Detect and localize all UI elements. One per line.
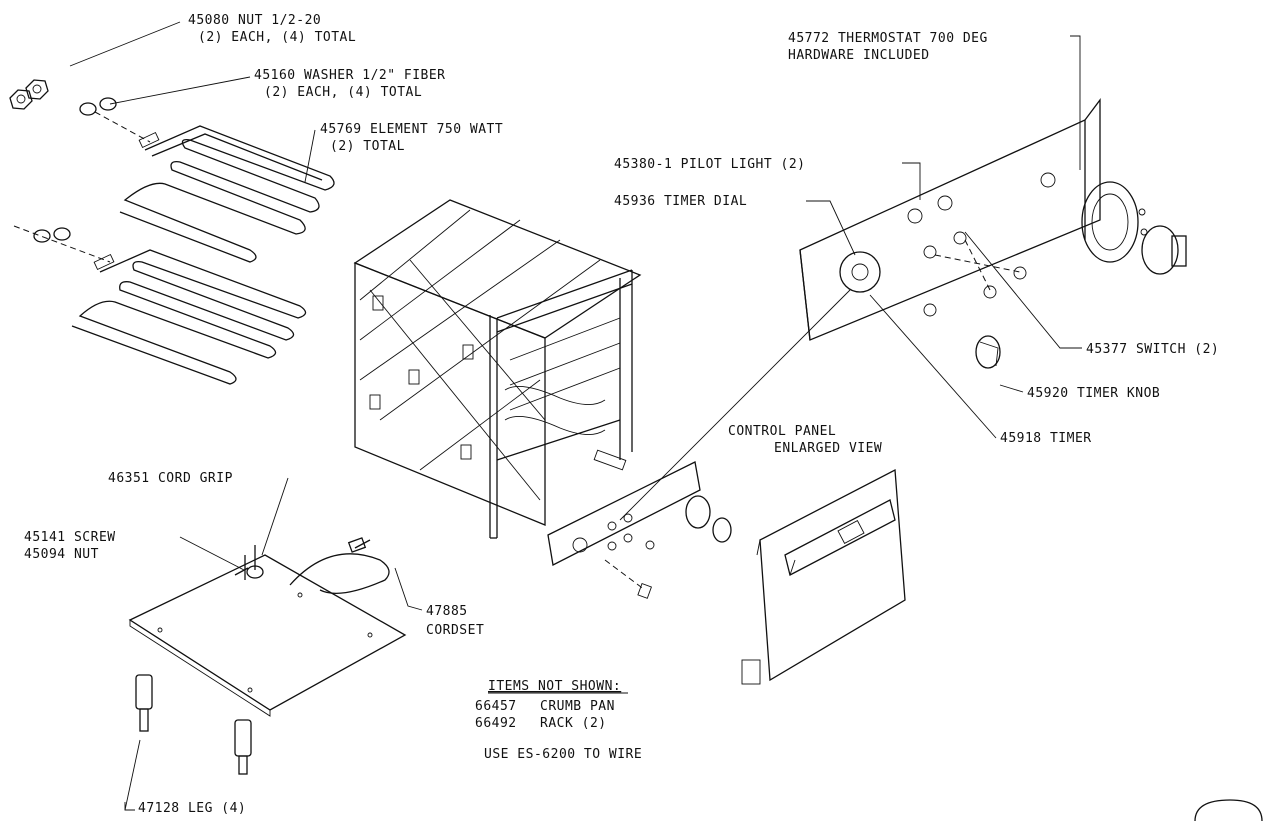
nut-pair bbox=[9, 79, 49, 110]
heating-element-upper bbox=[119, 125, 335, 263]
washer-pair bbox=[79, 97, 117, 116]
leg-right bbox=[234, 719, 252, 775]
thermostat-dial bbox=[1081, 181, 1187, 275]
label-switch: 45377 SWITCH (2) bbox=[1086, 342, 1219, 357]
label-thermostat-line2: HARDWARE INCLUDED bbox=[788, 48, 930, 63]
label-nut-line2: (2) EACH, (4) TOTAL bbox=[198, 30, 356, 45]
label-cord-grip: 46351 CORD GRIP bbox=[108, 471, 233, 486]
label-screw: 45141 SCREW bbox=[24, 530, 116, 545]
label-nut-small: 45094 NUT bbox=[24, 547, 99, 562]
label-washer-line2: (2) EACH, (4) TOTAL bbox=[264, 85, 422, 100]
items-not-shown-desc-2: RACK (2) bbox=[540, 716, 607, 731]
items-not-shown-part-2: 66492 bbox=[475, 716, 517, 731]
control-panel-enlarged bbox=[799, 98, 1101, 341]
washer-pair-lower bbox=[33, 227, 71, 243]
label-timer-knob: 45920 TIMER KNOB bbox=[1027, 386, 1160, 401]
partial-circle-mark bbox=[1194, 799, 1263, 821]
oven-door bbox=[741, 468, 906, 685]
items-not-shown-note: USE ES-6200 TO WIRE bbox=[484, 747, 642, 762]
timer-knob-shape bbox=[975, 335, 1001, 369]
label-control-panel-line2: ENLARGED VIEW bbox=[774, 441, 882, 456]
leg-left bbox=[135, 674, 153, 732]
leader-lines bbox=[69, 21, 1082, 811]
label-control-panel-line1: CONTROL PANEL bbox=[728, 424, 836, 439]
label-thermostat-line1: 45772 THERMOSTAT 700 DEG bbox=[788, 31, 988, 46]
label-leg: 47128 LEG (4) bbox=[138, 801, 246, 816]
label-cordset-line1: 47885 bbox=[426, 604, 468, 619]
oven-body bbox=[353, 199, 642, 539]
items-not-shown-desc-1: CRUMB PAN bbox=[540, 699, 615, 714]
label-cordset-line2: CORDSET bbox=[426, 623, 484, 638]
label-timer-dial: 45936 TIMER DIAL bbox=[614, 194, 747, 209]
label-timer: 45918 TIMER bbox=[1000, 431, 1092, 446]
heating-element-lower bbox=[71, 249, 307, 385]
label-washer-line1: 45160 WASHER 1/2" FIBER bbox=[254, 68, 446, 83]
control-panel-small bbox=[547, 461, 732, 599]
label-nut-line1: 45080 NUT 1/2-20 bbox=[188, 13, 321, 28]
base-plate bbox=[128, 537, 407, 717]
label-element-line2: (2) TOTAL bbox=[330, 139, 405, 154]
label-element-line1: 45769 ELEMENT 750 WATT bbox=[320, 122, 503, 137]
items-not-shown-heading: ITEMS NOT SHOWN: bbox=[488, 679, 621, 694]
items-not-shown-block: ITEMS NOT SHOWN: 66457 CRUMB PAN 66492 R… bbox=[475, 679, 642, 762]
items-not-shown-part-1: 66457 bbox=[475, 699, 517, 714]
label-pilot-light: 45380-1 PILOT LIGHT (2) bbox=[614, 157, 806, 172]
